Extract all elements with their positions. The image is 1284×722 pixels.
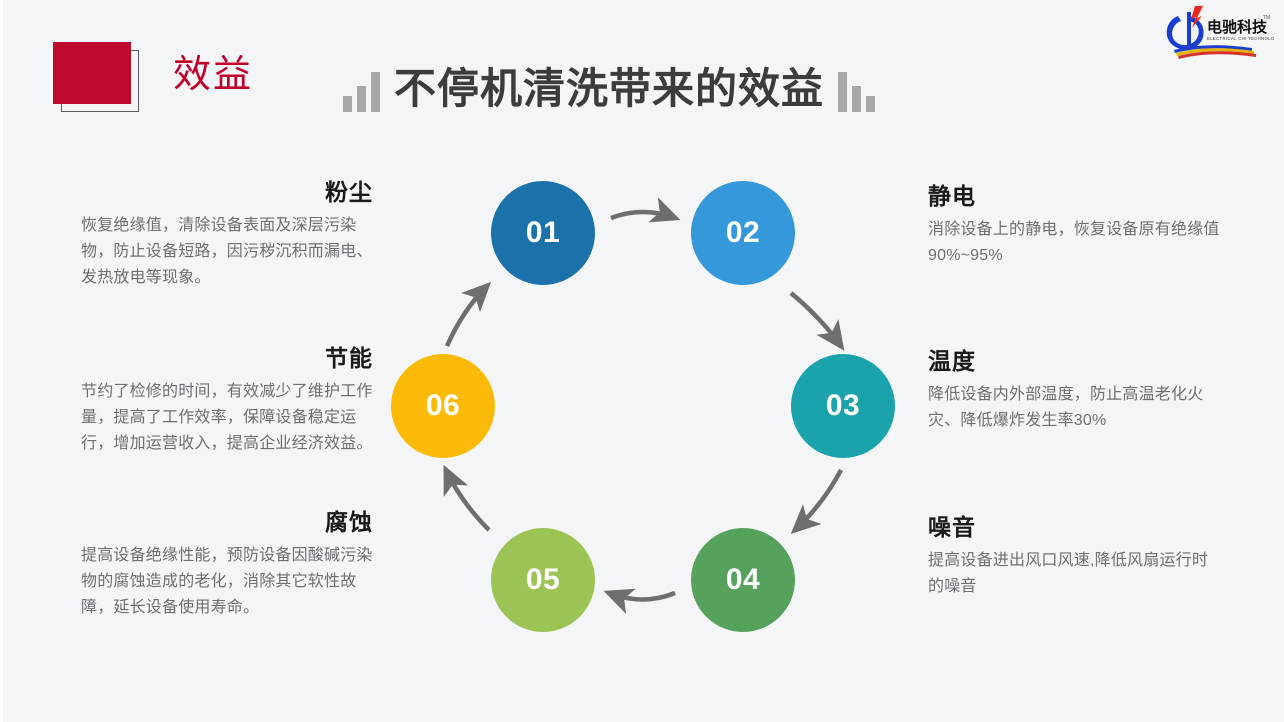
block-dust-title: 粉尘 — [325, 179, 373, 205]
svg-text:TM: TM — [1263, 15, 1270, 21]
bar-chart-right-icon — [838, 72, 876, 112]
header-red-square — [53, 42, 131, 104]
block-temperature-title: 温度 — [928, 348, 976, 374]
block-corrosion-title: 腐蚀 — [325, 509, 373, 535]
title-group: 不停机清洗带来的效益 — [343, 65, 876, 112]
cycle-node-04[interactable]: 04 — [691, 528, 795, 632]
svg-text:电驰科技: 电驰科技 — [1207, 18, 1268, 36]
block-noise-title: 噪音 — [928, 514, 976, 540]
block-corrosion-body: 提高设备绝缘性能，预防设备因酸碱污染物的腐蚀造成的老化，消除其它软性故障，延长设… — [81, 547, 373, 616]
block-temperature-body: 降低设备内外部温度，防止高温老化火灾、降低爆炸发生率30% — [928, 386, 1204, 429]
block-energy-body: 节约了检修的时间，有效减少了维护工作量，提高了工作效率，保障设备稳定运行，增加运… — [81, 383, 373, 452]
block-corrosion: 腐蚀 提高设备绝缘性能，预防设备因酸碱污染物的腐蚀造成的老化，消除其它软性故障，… — [81, 508, 373, 621]
page-title: 不停机清洗带来的效益 — [394, 65, 825, 112]
svg-text:ELECTRICAL CHI TECHNOLOGY: ELECTRICAL CHI TECHNOLOGY — [1207, 36, 1274, 41]
cycle-node-06[interactable]: 06 — [391, 354, 495, 458]
cycle-arrows — [443, 197, 845, 614]
block-static-body: 消除设备上的静电，恢复设备原有绝缘值90%~95% — [928, 221, 1220, 264]
block-dust-body: 恢复绝缘值，清除设备表面及深层污染物，防止设备短路，因污秽沉积而漏电、发热放电等… — [81, 217, 373, 286]
block-static-title: 静电 — [928, 183, 976, 209]
cycle-node-03[interactable]: 03 — [791, 354, 895, 458]
company-logo: 电驰科技 ELECTRICAL CHI TECHNOLOGY TM — [1166, 6, 1274, 59]
bar-chart-left-icon — [343, 72, 380, 112]
block-dust: 粉尘 恢复绝缘值，清除设备表面及深层污染物，防止设备短路，因污秽沉积而漏电、发热… — [81, 178, 373, 291]
header-kicker: 效益 — [173, 54, 254, 96]
block-temperature: 温度 降低设备内外部温度，防止高温老化火灾、降低爆炸发生率30% — [928, 347, 1220, 434]
block-static: 静电 消除设备上的静电，恢复设备原有绝缘值90%~95% — [928, 182, 1220, 269]
block-noise: 噪音 提高设备进出风口风速,降低风扇运行时的噪音 — [928, 513, 1220, 600]
cycle-node-05[interactable]: 05 — [491, 528, 595, 632]
block-energy: 节能 节约了检修的时间，有效减少了维护工作量，提高了工作效率，保障设备稳定运行，… — [81, 344, 373, 457]
block-energy-title: 节能 — [325, 345, 373, 371]
cycle-diagram: 01 02 03 04 05 06 — [3, 150, 1284, 710]
block-noise-body: 提高设备进出风口风速,降低风扇运行时的噪音 — [928, 552, 1209, 595]
cycle-node-02[interactable]: 02 — [691, 181, 795, 285]
cycle-node-01[interactable]: 01 — [491, 181, 595, 285]
